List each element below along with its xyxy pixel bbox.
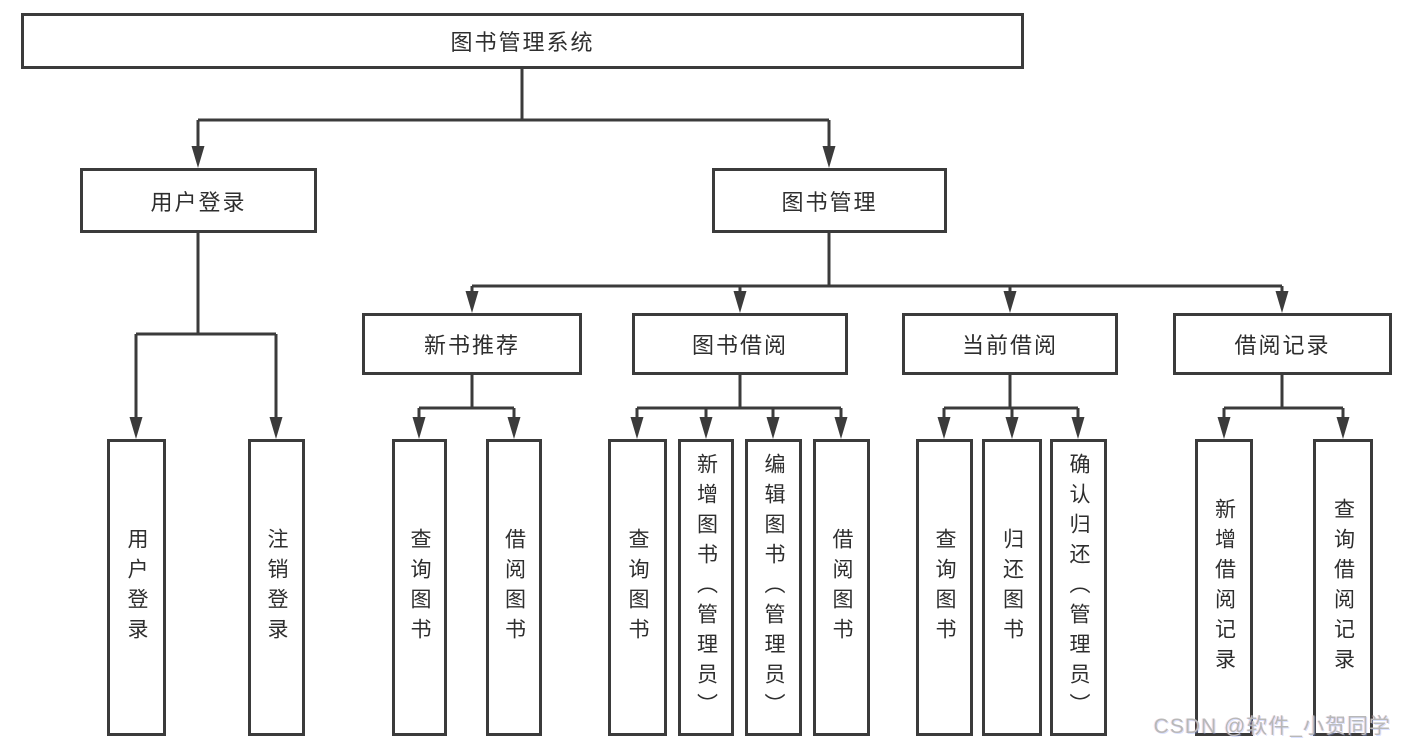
leaf-logout: 注销登录 <box>248 439 305 736</box>
down-arrowhead-icon <box>1005 417 1019 439</box>
leaf-label: 归还图书 <box>1000 527 1024 648</box>
leaf-borrowing-query-books: 查询图书 <box>608 439 667 736</box>
leaf-current-return-books: 归还图书 <box>982 439 1042 736</box>
leaf-records-query-borrow-record: 查询借阅记录 <box>1313 439 1373 736</box>
node-label: 用户登录 <box>150 189 247 215</box>
down-arrowhead-icon <box>834 417 848 439</box>
node-label: 图书管理 <box>781 189 878 215</box>
leaf-borrowing-add-books-admin: 新增图书（管理员） <box>678 439 734 736</box>
leaf-label: 确认归还（管理员） <box>1067 452 1090 723</box>
leaf-current-query-books: 查询图书 <box>916 439 973 736</box>
leaf-borrowing-borrow-books: 借阅图书 <box>813 439 870 736</box>
leaf-label: 用户登录 <box>125 527 148 648</box>
node-borrow-records: 借阅记录 <box>1173 313 1392 375</box>
down-arrowhead-icon <box>465 291 479 313</box>
arrowhead-group <box>129 146 1350 439</box>
down-arrowhead-icon <box>1003 291 1017 313</box>
leaf-label: 新增图书（管理员） <box>694 452 718 723</box>
leaf-label: 查询图书 <box>626 527 649 648</box>
node-book-management: 图书管理 <box>712 168 947 233</box>
node-new-book-recommend: 新书推荐 <box>362 313 582 375</box>
leaf-label: 编辑图书（管理员） <box>762 452 785 723</box>
leaf-records-add-borrow-record: 新增借阅记录 <box>1195 439 1253 736</box>
leaf-label: 查询图书 <box>408 527 431 648</box>
down-arrowhead-icon <box>129 417 143 439</box>
down-arrowhead-icon <box>699 417 713 439</box>
leaf-newbook-query-books: 查询图书 <box>392 439 447 736</box>
node-book-borrowing: 图书借阅 <box>632 313 848 375</box>
down-arrowhead-icon <box>1275 291 1289 313</box>
node-label: 图书借阅 <box>691 333 788 358</box>
node-library-management-system: 图书管理系统 <box>21 13 1024 69</box>
csdn-watermark: CSDN @软件_小贺同学 <box>1153 715 1391 738</box>
leaf-newbook-borrow-books: 借阅图书 <box>486 439 542 736</box>
down-arrowhead-icon <box>630 417 644 439</box>
leaf-label: 借阅图书 <box>830 527 853 648</box>
leaf-borrowing-edit-books-admin: 编辑图书（管理员） <box>745 439 802 736</box>
down-arrowhead-icon <box>1071 417 1085 439</box>
down-arrowhead-icon <box>766 417 780 439</box>
leaf-current-confirm-return-admin: 确认归还（管理员） <box>1050 439 1107 736</box>
down-arrowhead-icon <box>507 417 521 439</box>
down-arrowhead-icon <box>1217 417 1231 439</box>
down-arrowhead-icon <box>412 417 426 439</box>
node-label: 当前借阅 <box>961 333 1058 358</box>
down-arrowhead-icon <box>269 417 283 439</box>
leaf-label: 借阅图书 <box>502 527 526 648</box>
node-current-borrowing: 当前借阅 <box>902 313 1118 375</box>
leaf-label: 查询图书 <box>933 527 956 648</box>
leaf-user-login: 用户登录 <box>107 439 166 736</box>
node-label: 图书管理系统 <box>450 30 595 55</box>
leaf-label: 新增借阅记录 <box>1212 497 1236 678</box>
node-label: 借阅记录 <box>1234 333 1331 358</box>
leaf-label: 查询借阅记录 <box>1331 497 1355 678</box>
down-arrowhead-icon <box>1336 417 1350 439</box>
down-arrowhead-icon <box>822 146 836 168</box>
node-user-login: 用户登录 <box>80 168 317 233</box>
down-arrowhead-icon <box>733 291 747 313</box>
node-label: 新书推荐 <box>423 333 520 358</box>
down-arrowhead-icon <box>191 146 205 168</box>
leaf-label: 注销登录 <box>265 527 288 648</box>
down-arrowhead-icon <box>937 417 951 439</box>
